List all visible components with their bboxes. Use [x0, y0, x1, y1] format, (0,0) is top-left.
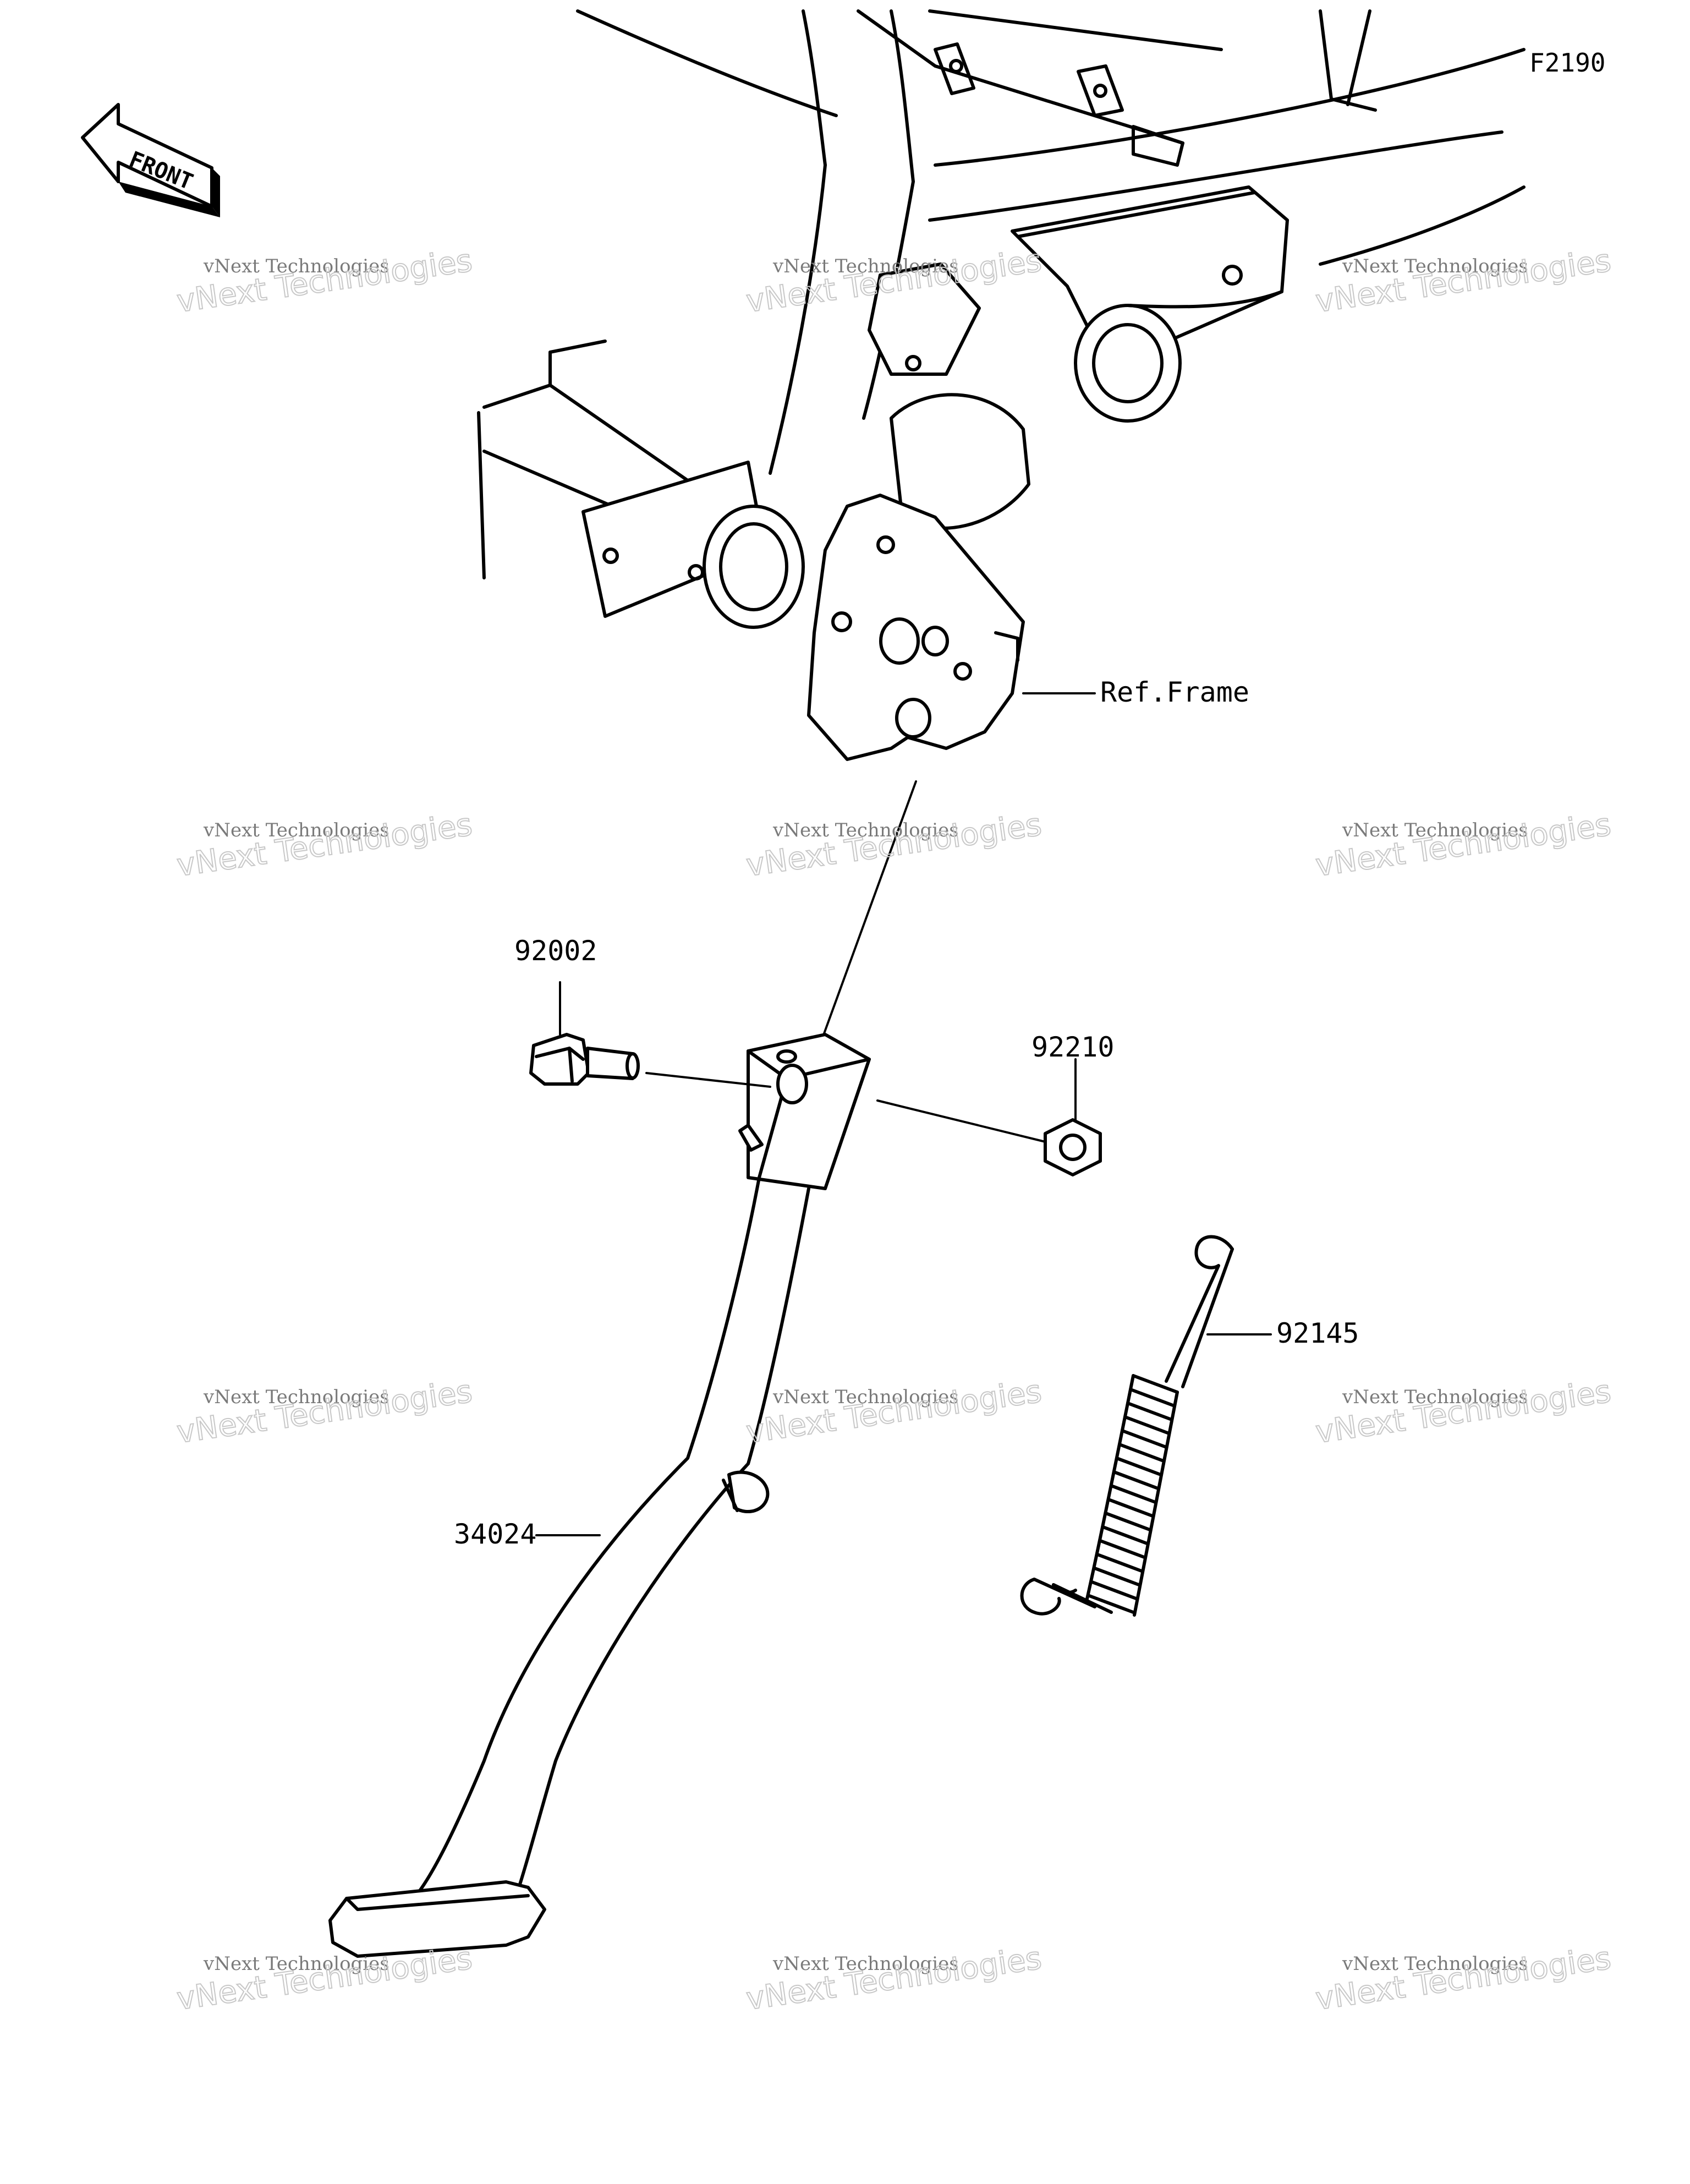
- ref-frame-label: Ref.Frame: [1100, 676, 1249, 708]
- spring-92145: [1020, 1235, 1272, 1617]
- svg-text:vNext Technologies: vNext Technologies: [744, 807, 1044, 884]
- svg-text:vNext Technologies: vNext Technologies: [174, 1373, 474, 1450]
- svg-text:vNext Technologies: vNext Technologies: [744, 1373, 1044, 1450]
- bolt-92002: [529, 981, 771, 1088]
- watermark: vNext Technologies vNext Technologies: [743, 1940, 1044, 2018]
- watermark: vNext Technologies vNext Technologies: [174, 1373, 475, 1451]
- svg-text:vNext Technologies: vNext Technologies: [1313, 1373, 1613, 1450]
- svg-text:vNext Technologies: vNext Technologies: [203, 255, 389, 277]
- watermark: vNext Technologies vNext Technologies: [743, 1373, 1044, 1451]
- part-number-34024: 34024: [454, 1518, 537, 1550]
- watermark: vNext Technologies vNext Technologies: [174, 242, 475, 320]
- svg-text:vNext Technologies: vNext Technologies: [1342, 255, 1528, 277]
- figure-code: F2190: [1529, 48, 1605, 78]
- svg-text:vNext Technologies: vNext Technologies: [174, 807, 474, 884]
- watermark: vNext Technologies vNext Technologies: [1313, 806, 1614, 884]
- svg-text:vNext Technologies: vNext Technologies: [1342, 1953, 1528, 1975]
- watermark: vNext Technologies vNext Technologies: [174, 806, 475, 884]
- svg-text:vNext Technologies: vNext Technologies: [174, 1940, 474, 2017]
- watermark: vNext Technologies vNext Technologies: [1313, 1940, 1614, 2018]
- part-number-92145: 92145: [1276, 1317, 1359, 1349]
- watermark: vNext Technologies vNext Technologies: [174, 1940, 475, 2018]
- frame-illustration: [477, 9, 1526, 761]
- svg-text:vNext Technologies: vNext Technologies: [1342, 1386, 1528, 1408]
- watermark: vNext Technologies vNext Technologies: [1313, 1373, 1614, 1451]
- svg-text:vNext Technologies: vNext Technologies: [772, 255, 959, 277]
- side-stand: [328, 780, 917, 1958]
- watermark: vNext Technologies vNext Technologies: [743, 806, 1044, 884]
- part-number-92210: 92210: [1031, 1031, 1115, 1063]
- svg-text:vNext Technologies: vNext Technologies: [1313, 1940, 1613, 2017]
- svg-text:vNext Technologies: vNext Technologies: [772, 1386, 959, 1408]
- svg-text:vNext Technologies: vNext Technologies: [772, 819, 959, 841]
- svg-text:vNext Technologies: vNext Technologies: [203, 1953, 389, 1975]
- svg-text:vNext Technologies: vNext Technologies: [174, 243, 474, 320]
- part-number-92002: 92002: [514, 935, 597, 967]
- svg-text:vNext Technologies: vNext Technologies: [744, 1940, 1044, 2017]
- front-arrow-icon: FRONT: [81, 103, 220, 217]
- svg-text:vNext Technologies: vNext Technologies: [772, 1953, 959, 1975]
- svg-text:vNext Technologies: vNext Technologies: [1313, 807, 1613, 884]
- svg-text:vNext Technologies: vNext Technologies: [1342, 819, 1528, 841]
- svg-text:vNext Technologies: vNext Technologies: [203, 1386, 389, 1408]
- nut-92210: [876, 1058, 1102, 1176]
- svg-text:vNext Technologies: vNext Technologies: [203, 819, 389, 841]
